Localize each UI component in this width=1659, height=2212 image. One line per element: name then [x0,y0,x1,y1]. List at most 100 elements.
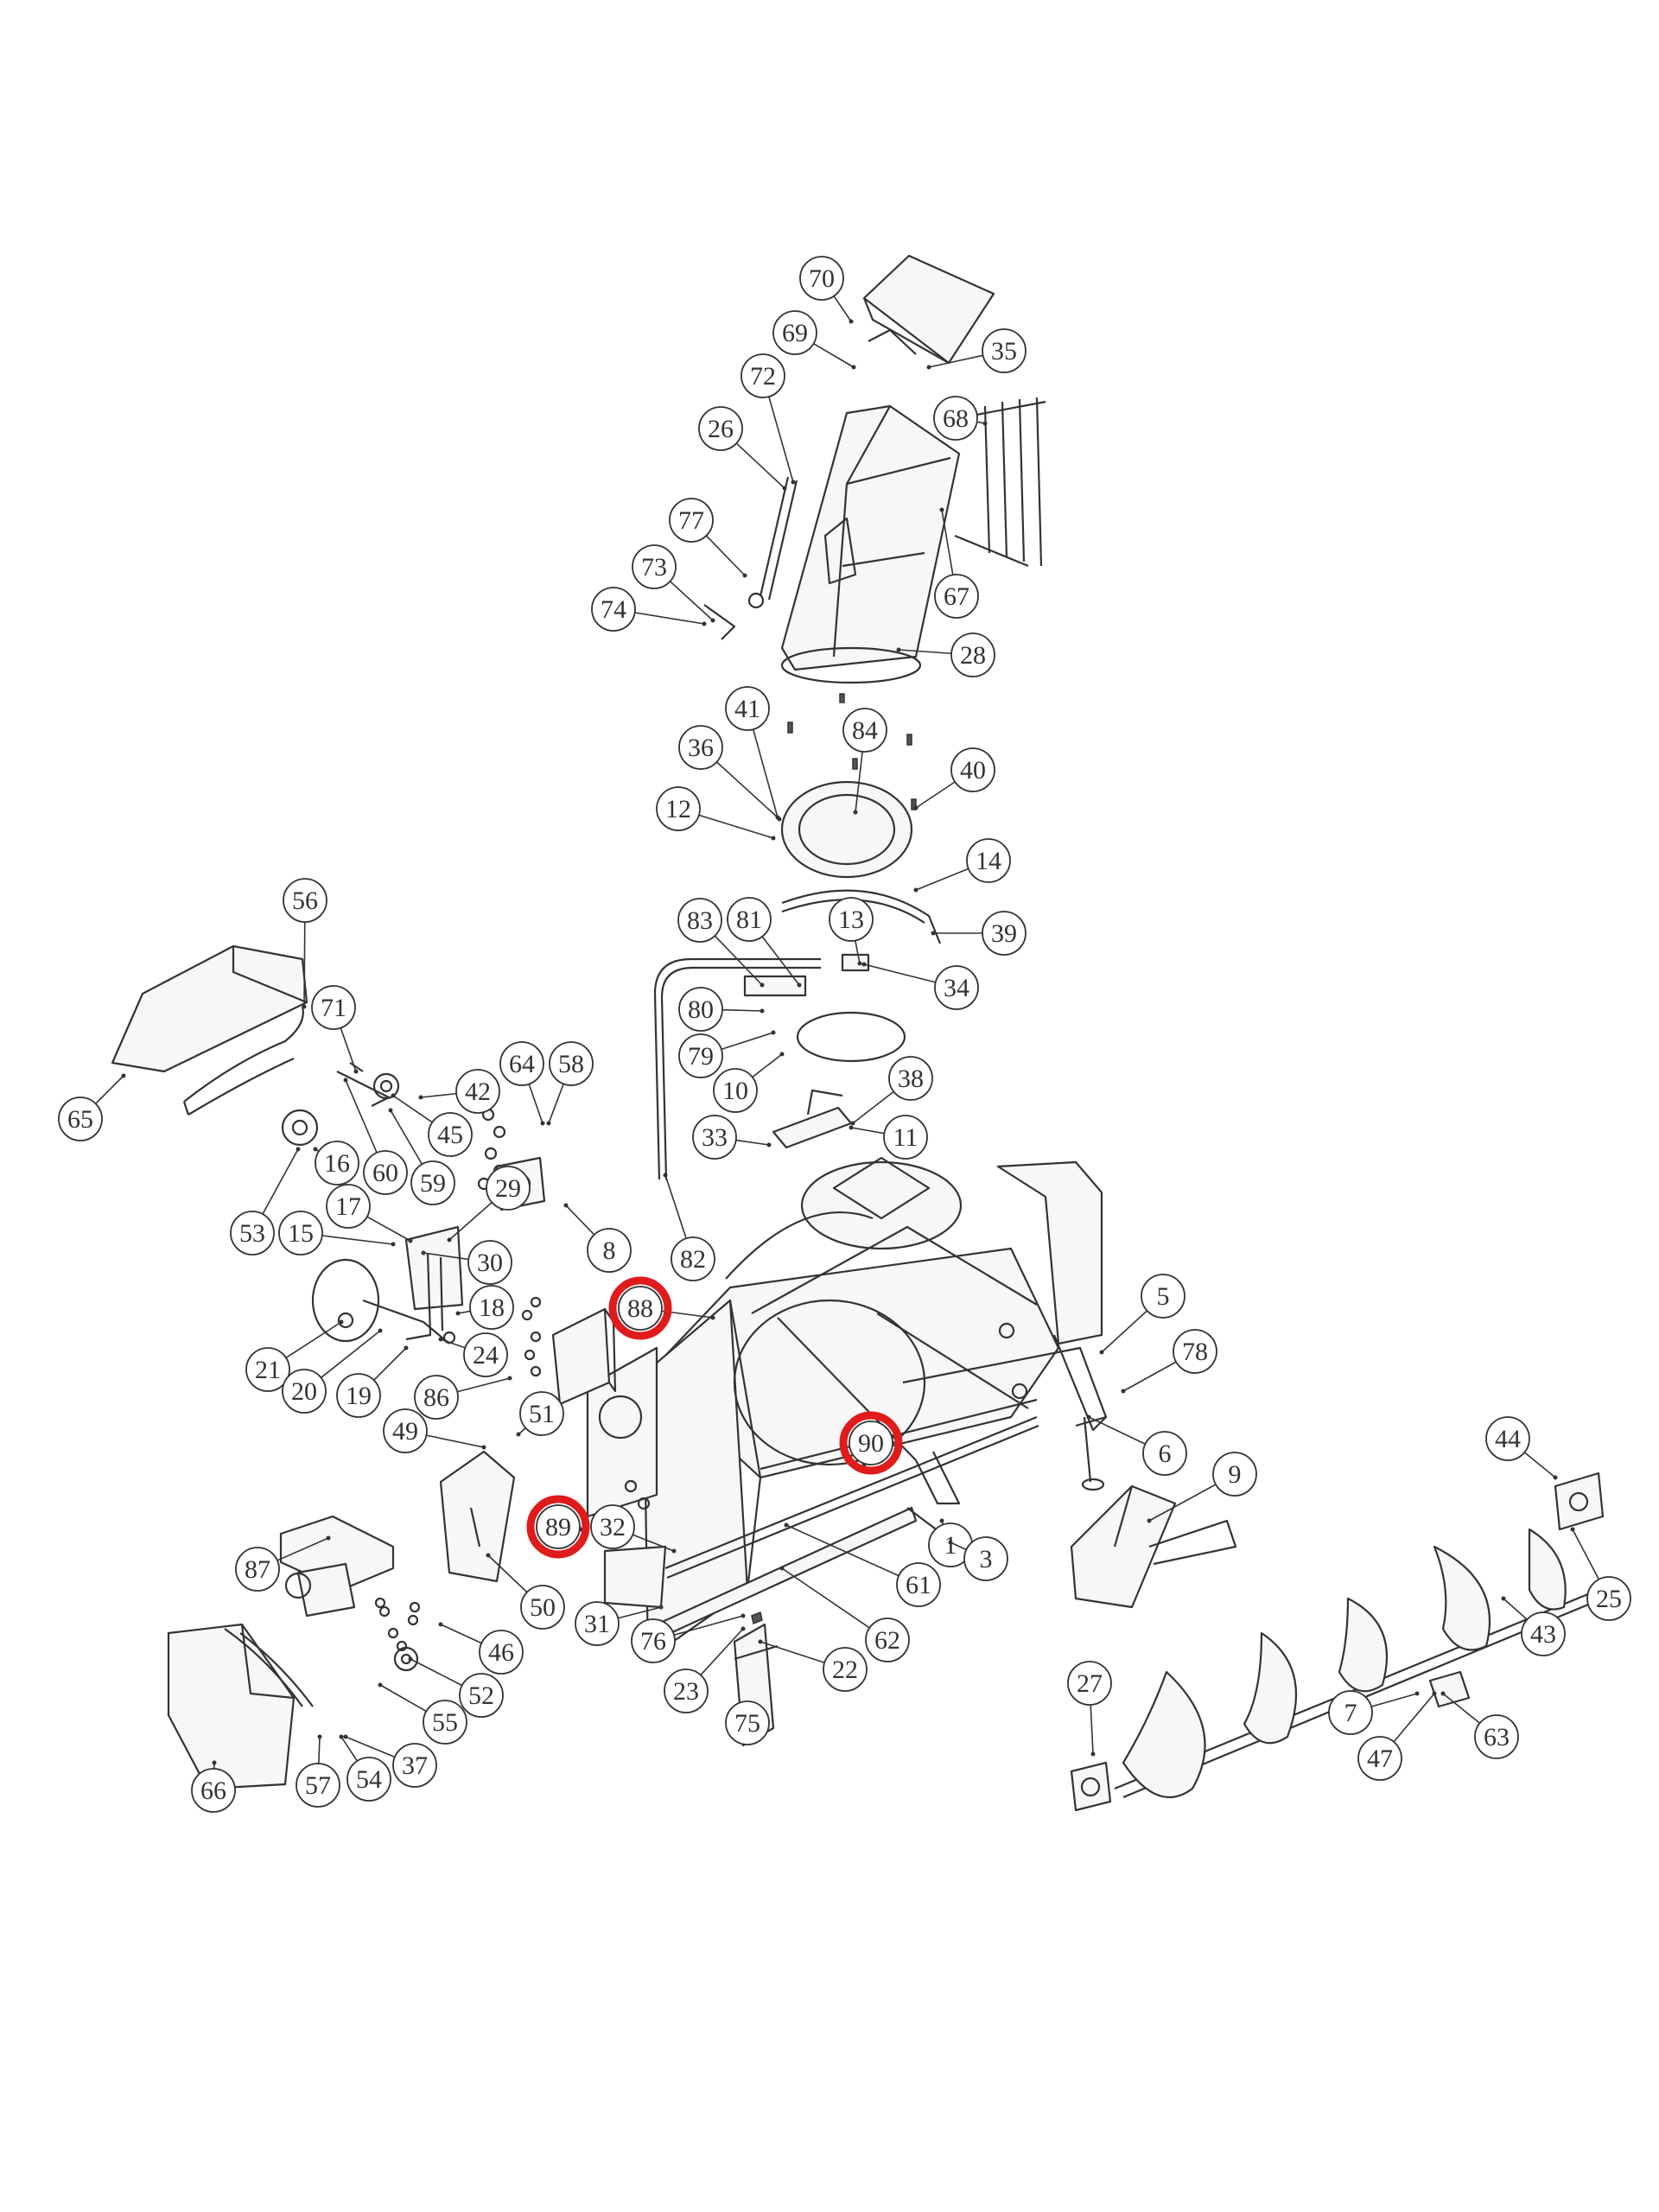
callout-number: 88 [627,1294,653,1323]
callout-bubble [392,1743,437,1788]
leader-tip [671,1548,677,1554]
callout-bubble [230,1211,275,1255]
callout-number: 40 [960,756,986,785]
callout-59: 59 [388,1108,455,1205]
callout-number: 41 [734,695,760,723]
callout-bubble [315,1141,359,1185]
leader-line [752,1053,783,1078]
callout-bubble [725,1700,770,1745]
callout-bubble [888,1056,933,1101]
callout-number: 69 [782,319,808,347]
callout-23: 23 [664,1626,746,1713]
leader-tip [378,1682,383,1688]
frame-side-panel [586,1346,658,1518]
callout-bubble [1141,1274,1185,1319]
callout-bubble [486,1166,531,1211]
callout-82: 82 [663,1173,715,1281]
callout-number: 22 [832,1656,858,1684]
callout-number: 11 [893,1123,918,1152]
callout-number: 66 [200,1777,226,1805]
callout-number: 59 [420,1169,446,1198]
callout-bubble [428,1112,473,1157]
callout-34: 34 [861,962,979,1010]
callout-19: 19 [336,1345,409,1418]
callout-number: 86 [423,1383,449,1412]
leader-line [548,1084,564,1124]
callout-number: 81 [736,906,762,934]
callout-78: 78 [1121,1329,1217,1394]
callout-number: 67 [944,582,969,611]
callout-31: 31 [575,1601,664,1646]
leader-line [1122,1361,1177,1392]
leader-tip [784,1522,789,1528]
callout-bubble [849,1421,893,1465]
leader-line [95,1075,124,1104]
leader-line [950,1541,967,1551]
leader-tip [741,1626,746,1631]
callout-bubble [459,1673,504,1718]
leader-line [565,1205,595,1236]
leader-tip [760,982,765,988]
callout-number: 35 [991,337,1017,365]
callout-number: 26 [708,415,734,443]
leader-line [852,1090,894,1124]
leader-line [781,1567,870,1629]
leader-line [714,935,763,986]
callout-bubble [591,587,636,632]
drive-sprocket [281,1109,319,1147]
callout-41: 41 [725,686,780,820]
leader-line [285,1321,342,1359]
side-skid-plate [603,1545,667,1609]
leader-line [440,1338,466,1349]
leader-line [721,1032,774,1051]
callout-number: 49 [392,1417,418,1446]
leader-tip [378,1328,383,1333]
leader-tip [1090,1751,1096,1757]
leader-line [632,1534,675,1552]
callout-24: 24 [438,1332,508,1377]
callout-number: 42 [465,1077,491,1106]
leader-tip [926,365,931,370]
leader-line [700,1628,744,1676]
callout-number: 36 [688,734,714,762]
callout-number: 68 [943,404,969,433]
callout-bubble [519,1391,564,1436]
callout-bubble [934,965,979,1010]
leader-line [340,1736,359,1762]
leader-tip [339,1319,344,1325]
auger-flights [1122,1528,1567,1799]
leader-tip [948,1540,953,1545]
callout-18: 18 [455,1285,514,1330]
chute-base-plate [772,1089,853,1149]
callout-1: 1 [928,1518,973,1567]
callout-bubble [245,1347,290,1392]
callout-21: 21 [245,1319,344,1392]
callout-number: 28 [960,641,986,670]
callout-53: 53 [230,1147,301,1255]
leader-tip [1099,1350,1104,1355]
callout-11: 11 [849,1115,928,1160]
leader-tip [710,1315,715,1320]
callout-bubble [463,1332,508,1377]
callout-56: 56 [283,878,327,1009]
callout-25: 25 [1570,1527,1631,1621]
callout-bubble [678,1033,723,1078]
callout-number: 37 [402,1751,428,1780]
leader-line [448,1201,493,1241]
callout-bubble [536,1504,581,1549]
leader-tip [404,1345,409,1351]
callout-bubble [725,686,770,731]
callout-14: 14 [913,838,1011,893]
callout-76: 76 [631,1613,746,1663]
leader-tip [516,1432,521,1437]
callout-number: 50 [530,1593,556,1622]
callout-number: 20 [291,1377,317,1406]
callout-bubble [741,353,785,398]
leader-tip [931,931,936,936]
leader-tip [1086,1414,1091,1420]
callout-bubble [982,911,1027,956]
leader-line [715,761,780,820]
leader-line [423,1252,469,1261]
callout-number: 46 [488,1638,514,1667]
drive-cover-plate [439,1450,516,1583]
